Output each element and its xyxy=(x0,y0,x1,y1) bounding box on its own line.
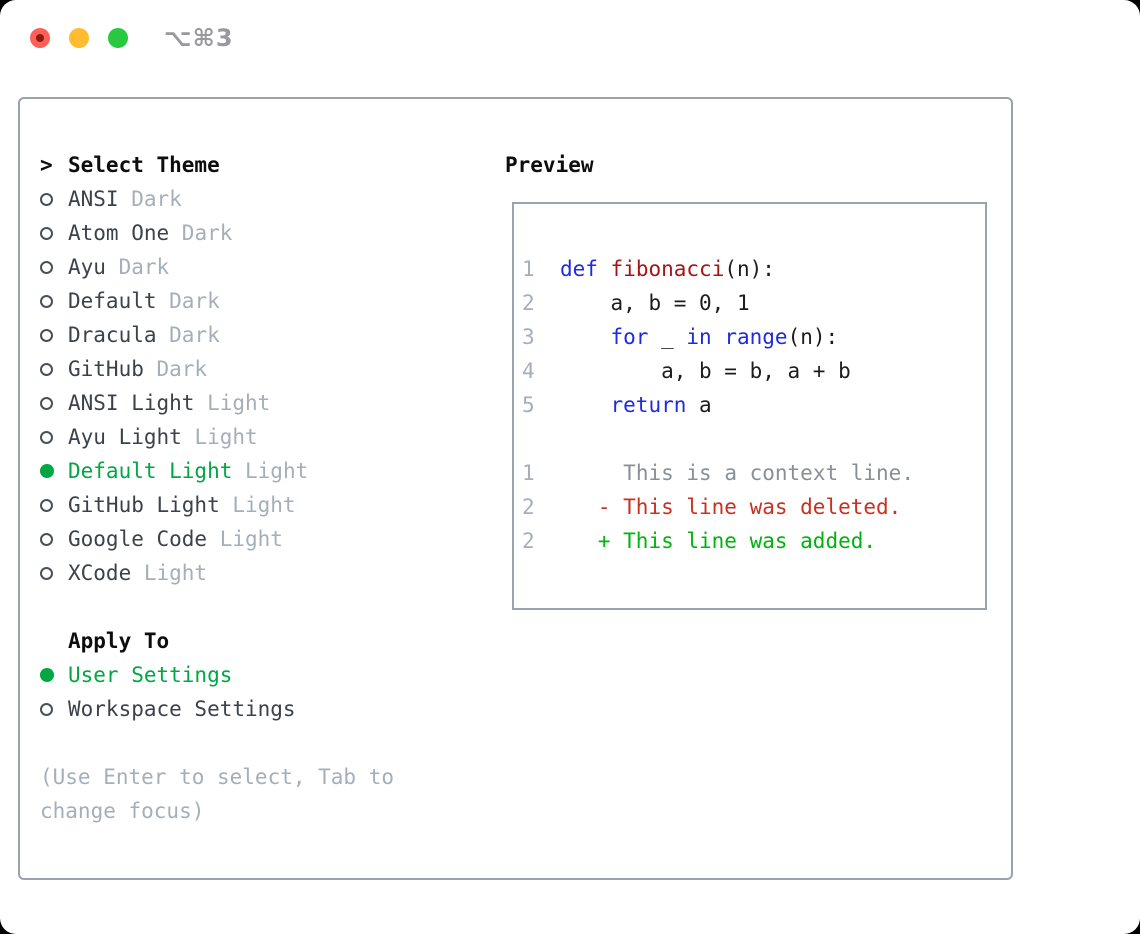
minimize-button[interactable] xyxy=(69,28,89,48)
apply-option-user-settings[interactable]: User Settings xyxy=(40,658,394,692)
preview-line: 3 for _ in range(n): xyxy=(522,325,839,349)
theme-option-label: GitHub xyxy=(68,357,144,381)
help-text: (Use Enter to select, Tab to change focus… xyxy=(40,760,394,828)
theme-option-default-light[interactable]: Default Light Light xyxy=(40,454,394,488)
theme-option-label: Ayu Light xyxy=(68,425,182,449)
theme-variant-label: Dark xyxy=(169,289,220,313)
zoom-button[interactable] xyxy=(108,28,128,48)
preview-line: 1 This is a context line. xyxy=(522,461,914,485)
theme-option-label: ANSI xyxy=(68,187,119,211)
radio-icon xyxy=(40,702,68,716)
preview-line: 2 - This line was deleted. xyxy=(522,495,902,519)
radio-icon xyxy=(40,192,68,206)
radio-selected-icon xyxy=(40,668,68,682)
theme-variant-label: Dark xyxy=(131,187,182,211)
theme-option-label: Dracula xyxy=(68,323,157,347)
titlebar: ⌥⌘3 xyxy=(0,0,1140,97)
preview-line: 4 a, b = b, a + b xyxy=(522,359,851,383)
radio-icon xyxy=(40,566,68,580)
preview-line xyxy=(522,422,985,456)
radio-icon xyxy=(40,294,68,308)
theme-option-github[interactable]: GitHub Dark xyxy=(40,352,394,386)
theme-option-ayu[interactable]: Ayu Dark xyxy=(40,250,394,284)
radio-icon xyxy=(40,396,68,410)
apply-to-header: Apply To xyxy=(40,624,394,658)
preview-line: 2 a, b = 0, 1 xyxy=(522,291,750,315)
apply-to-title: Apply To xyxy=(68,629,170,653)
theme-option-label: Google Code xyxy=(68,527,208,551)
radio-icon xyxy=(40,260,68,274)
theme-variant-label: Light xyxy=(219,527,283,551)
theme-option-github-light[interactable]: GitHub Light Light xyxy=(40,488,394,522)
preview-code: 1 def fibonacci(n): 2 a, b = 0, 1 3 for _ … xyxy=(514,204,985,558)
section-gap xyxy=(40,726,394,760)
theme-option-ansi-light[interactable]: ANSI Light Light xyxy=(40,386,394,420)
theme-option-xcode[interactable]: XCode Light xyxy=(40,556,394,590)
preview-box: 1 def fibonacci(n): 2 a, b = 0, 1 3 for _ … xyxy=(512,202,987,610)
theme-variant-label: Light xyxy=(245,459,309,483)
apply-option-workspace-settings[interactable]: Workspace Settings xyxy=(40,692,394,726)
radio-icon xyxy=(40,226,68,240)
preview-line: 5 return a xyxy=(522,393,712,417)
radio-icon xyxy=(40,532,68,546)
preview-title: Preview xyxy=(505,153,594,177)
theme-variant-label: Light xyxy=(143,561,208,585)
apply-option-label: Workspace Settings xyxy=(68,697,296,721)
theme-variant-label: Dark xyxy=(156,357,208,381)
theme-variant-label: Light xyxy=(207,391,271,415)
theme-variant-label: Dark xyxy=(118,255,170,279)
theme-variant-label: Dark xyxy=(181,221,233,245)
preview-header: Preview xyxy=(505,148,594,182)
help-line: (Use Enter to select, Tab to xyxy=(40,765,395,789)
theme-option-label: Default xyxy=(68,289,157,313)
theme-option-label: XCode xyxy=(68,561,132,585)
close-button[interactable] xyxy=(30,28,50,48)
theme-option-ayu-light[interactable]: Ayu Light Light xyxy=(40,420,394,454)
prompt-icon: > xyxy=(40,153,53,177)
theme-variant-label: Light xyxy=(194,425,258,449)
theme-option-label: Ayu xyxy=(68,255,106,279)
radio-icon xyxy=(40,328,68,342)
window-title: ⌥⌘3 xyxy=(164,24,234,52)
theme-option-label: ANSI Light xyxy=(68,391,195,415)
preview-line: 1 def fibonacci(n): xyxy=(522,257,775,281)
theme-variant-label: Dark xyxy=(169,323,220,347)
radio-icon xyxy=(40,430,68,444)
theme-option-label: Atom One xyxy=(68,221,170,245)
help-line: change focus) xyxy=(40,799,205,823)
radio-icon xyxy=(40,362,68,376)
theme-option-google-code[interactable]: Google Code Light xyxy=(40,522,394,556)
radio-icon xyxy=(40,498,68,512)
theme-option-default[interactable]: Default Dark xyxy=(40,284,394,318)
radio-selected-icon xyxy=(40,464,68,478)
preview-line: 2 + This line was added. xyxy=(522,529,877,553)
unsaved-changes-dot-icon xyxy=(36,34,44,42)
theme-option-dracula[interactable]: Dracula Dark xyxy=(40,318,394,352)
theme-variant-label: Light xyxy=(232,493,296,517)
select-theme-title: Select Theme xyxy=(68,153,220,177)
apply-option-label: User Settings xyxy=(68,663,233,687)
theme-option-ansi[interactable]: ANSI Dark xyxy=(40,182,394,216)
theme-option-label: Default Light xyxy=(68,459,233,483)
section-gap xyxy=(40,590,394,624)
theme-option-label: GitHub Light xyxy=(68,493,220,517)
select-theme-header: > Select Theme xyxy=(40,148,394,182)
theme-option-atom-one[interactable]: Atom One Dark xyxy=(40,216,394,250)
